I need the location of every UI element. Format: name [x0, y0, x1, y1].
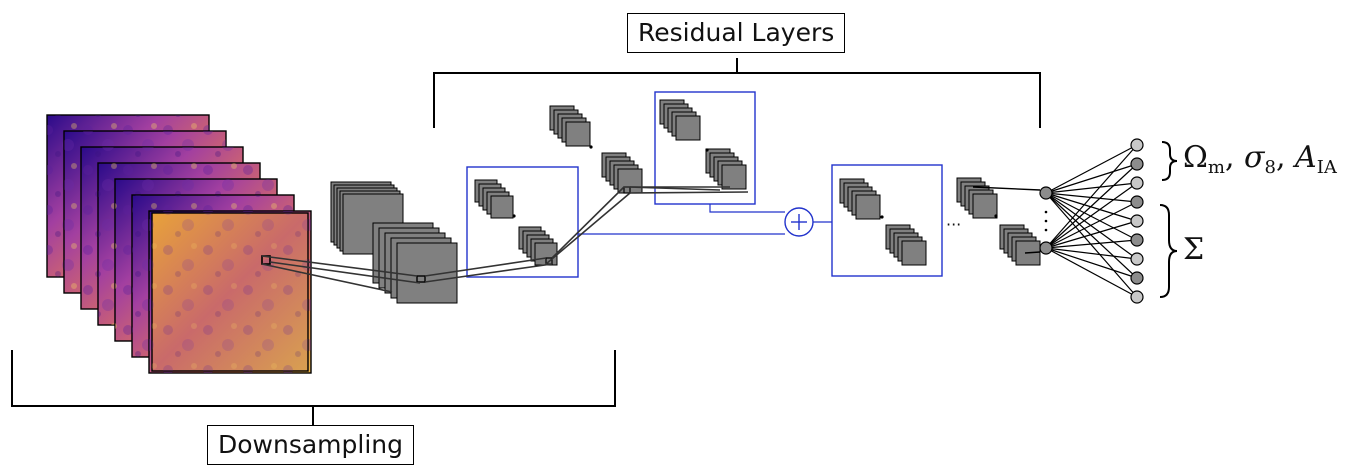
block3-map-b: [901, 240, 927, 266]
residual-block-box-3: [831, 164, 943, 277]
block1-map-a: [490, 195, 514, 219]
output-brace-params: [1161, 141, 1178, 181]
skip-connection: [578, 204, 832, 235]
block3-dot: [880, 215, 884, 219]
block1-dot: [512, 214, 516, 218]
dense-edge: [1045, 247, 1138, 260]
horizontal-ellipsis: ···: [946, 215, 961, 234]
vertical-ellipsis-dot: [1044, 219, 1048, 223]
dense-edge: [1045, 182, 1138, 194]
conn-down-block1: [424, 263, 553, 283]
input-map-stack: [46, 114, 312, 374]
dense-edge: [1045, 163, 1138, 194]
downsampling-bracket: [11, 350, 616, 425]
conn-block1-mid: [545, 192, 631, 265]
output-brace-sum: [1159, 204, 1178, 298]
block2-dot: [705, 148, 709, 152]
cosmology-parameters-output: Ωm, σ8, AIA: [1183, 140, 1337, 178]
output-node: [1130, 138, 1144, 152]
block2-map-b: [721, 164, 747, 190]
downsample-stack-large: [330, 181, 404, 255]
dense-edge: [1045, 192, 1138, 241]
mid-map-a: [565, 121, 591, 147]
dense-edge: [1045, 239, 1138, 249]
dense-edge: [1045, 192, 1138, 222]
conn-mid-block2: [629, 191, 749, 194]
vertical-ellipsis-dot: [1044, 210, 1048, 214]
block3-map-a: [855, 194, 881, 220]
dense-network: [972, 138, 1144, 304]
output-node: [1130, 271, 1144, 285]
a-subscript: IA: [1316, 157, 1337, 178]
flatten-line: [972, 186, 1041, 191]
residual-layers-bracket: [433, 58, 1041, 128]
final-dot: [994, 214, 998, 218]
output-node: [1130, 195, 1144, 209]
dense-edge: [1045, 192, 1138, 298]
plus-icon: [791, 214, 807, 230]
output-node: [1130, 157, 1144, 171]
output-node: [1130, 290, 1144, 304]
omega-symbol: Ω: [1183, 140, 1208, 175]
omega-subscript: m: [1207, 157, 1225, 178]
block2-map-a: [675, 115, 701, 141]
sigma-symbol: σ: [1244, 140, 1265, 175]
output-node: [1130, 252, 1144, 266]
final-map-a: [972, 193, 998, 219]
dense-edge: [1045, 201, 1138, 249]
dense-edge: [1045, 247, 1138, 298]
sigma-subscript: 8: [1264, 157, 1276, 178]
dense-edge: [1045, 192, 1138, 260]
dense-edge: [1045, 144, 1138, 249]
vertical-ellipsis-dot: [1044, 228, 1048, 232]
dense-edge: [1045, 220, 1138, 249]
covariance-output: Σ: [1183, 232, 1204, 267]
residual-layers-label: Residual Layers: [627, 13, 846, 53]
a-symbol: A: [1295, 140, 1317, 175]
conn-input-down: [269, 261, 421, 284]
sum-symbol: Σ: [1183, 232, 1205, 267]
conn-input-down: [261, 263, 393, 293]
hidden-node: [1039, 186, 1053, 200]
convolution-connections: [261, 186, 749, 293]
output-node: [1130, 233, 1144, 247]
dense-edge: [1045, 247, 1138, 279]
input-map-front-texture: [152, 213, 308, 371]
mid-dot: [589, 145, 593, 149]
dense-edge: [1045, 182, 1138, 249]
flatten-line: [1024, 251, 1041, 254]
kernel-window: [416, 275, 426, 283]
dense-edge: [1045, 192, 1138, 203]
downsampling-label: Downsampling: [207, 425, 415, 465]
dense-edge: [1045, 192, 1138, 279]
output-node: [1130, 214, 1144, 228]
output-node: [1130, 176, 1144, 190]
residual-feature-stacks: [474, 99, 1041, 266]
conn-block1-mid: [551, 186, 625, 259]
dense-edge: [1045, 144, 1138, 194]
residual-block-box-1: [466, 166, 579, 278]
conn-down-block1: [424, 257, 547, 277]
conn-input-down: [261, 255, 418, 277]
hidden-node: [1039, 241, 1053, 255]
residual-block-box-2: [654, 91, 756, 205]
dense-edge: [1045, 163, 1138, 249]
